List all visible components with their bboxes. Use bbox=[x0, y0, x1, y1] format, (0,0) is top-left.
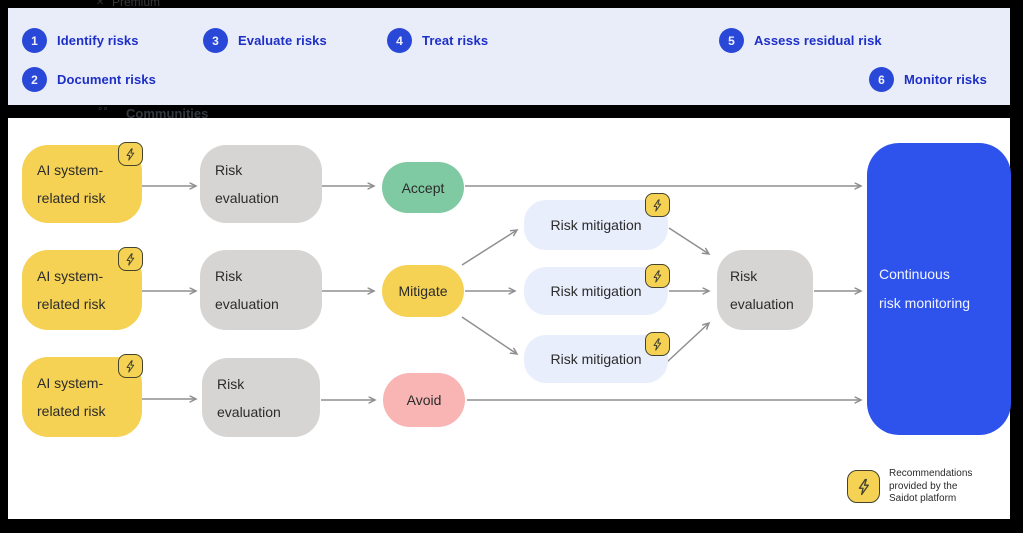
background-app-text-communities: Communities bbox=[126, 106, 209, 118]
step-number-badge: 6 bbox=[869, 67, 894, 92]
lightning-icon bbox=[653, 269, 662, 283]
step-label: Assess residual risk bbox=[754, 33, 882, 48]
step-monitor-risks[interactable]: 6 Monitor risks bbox=[869, 67, 987, 92]
background-app-top-strip: ✕ Premium bbox=[0, 0, 1023, 8]
step-evaluate-risks[interactable]: 3 Evaluate risks bbox=[203, 28, 327, 53]
arrow bbox=[666, 323, 709, 363]
step-document-risks[interactable]: 2 Document risks bbox=[22, 67, 156, 92]
node-label-line: risk monitoring bbox=[879, 295, 971, 311]
legend-caption: Recommendations provided by the Saidot p… bbox=[889, 468, 972, 506]
lightning-icon bbox=[126, 359, 135, 373]
node-label-line: AI system- bbox=[37, 162, 104, 178]
process-steps-bar: 1 Identify risks 2 Document risks 3 Eval… bbox=[8, 8, 1010, 105]
step-treat-risks[interactable]: 4 Treat risks bbox=[387, 28, 488, 53]
step-label: Evaluate risks bbox=[238, 33, 327, 48]
arrow bbox=[461, 230, 517, 266]
lightning-icon bbox=[653, 198, 662, 212]
step-number-badge: 3 bbox=[203, 28, 228, 53]
step-number-badge: 2 bbox=[22, 67, 47, 92]
step-number-badge: 4 bbox=[387, 28, 412, 53]
avoid-node: Avoid bbox=[383, 373, 465, 427]
step-number-badge: 5 bbox=[719, 28, 744, 53]
lightning-icon bbox=[126, 147, 135, 161]
flow-arrows bbox=[142, 118, 1010, 519]
legend-caption-line: provided by the bbox=[889, 480, 958, 492]
risk-evaluation-node: Risk evaluation bbox=[202, 358, 320, 437]
risk-evaluation-node: Risk evaluation bbox=[200, 145, 322, 223]
step-label: Treat risks bbox=[422, 33, 489, 48]
legend-recommendation-badge bbox=[847, 470, 880, 503]
recommendation-badge bbox=[645, 332, 670, 356]
arrow bbox=[668, 227, 709, 254]
lightning-icon bbox=[653, 337, 662, 351]
legend-caption-line: Saidot platform bbox=[889, 493, 957, 504]
legend-caption-line: Recommendations bbox=[889, 468, 973, 479]
background-app-text-premium: Premium bbox=[112, 0, 161, 8]
node-label-line: evaluation bbox=[215, 190, 279, 206]
node-label-line: evaluation bbox=[730, 296, 794, 312]
node-label-line: related risk bbox=[37, 403, 106, 419]
mitigate-node: Mitigate bbox=[382, 265, 464, 317]
node-label-line: Risk bbox=[217, 375, 245, 392]
recommendation-badge bbox=[645, 193, 670, 217]
arrow bbox=[461, 316, 517, 354]
recommendation-badge bbox=[118, 247, 143, 271]
node-label-line: evaluation bbox=[217, 403, 281, 420]
node-label-line: AI system- bbox=[37, 268, 104, 284]
step-number-badge: 1 bbox=[22, 28, 47, 53]
background-app-menu-strip: °° Communities bbox=[8, 105, 1010, 118]
step-label: Monitor risks bbox=[904, 72, 987, 87]
continuous-risk-monitoring-node: Continuous risk monitoring bbox=[867, 143, 1011, 435]
lightning-icon bbox=[858, 478, 869, 495]
recommendation-badge bbox=[118, 354, 143, 378]
risk-mitigation-node: Risk mitigation bbox=[524, 200, 668, 250]
node-label-line: Risk bbox=[730, 268, 758, 284]
node-label-line: Continuous bbox=[879, 266, 950, 282]
lightning-icon bbox=[126, 252, 135, 266]
risk-evaluation-node: Risk evaluation bbox=[717, 250, 813, 330]
node-label-line: related risk bbox=[37, 190, 106, 206]
step-label: Identify risks bbox=[57, 33, 139, 48]
recommendation-badge bbox=[118, 142, 143, 166]
people-icon: °° bbox=[98, 106, 109, 118]
risk-mitigation-node: Risk mitigation bbox=[524, 335, 668, 383]
node-label-line: Risk bbox=[215, 162, 243, 178]
node-label-line: evaluation bbox=[215, 296, 279, 312]
risk-mitigation-node: Risk mitigation bbox=[524, 267, 668, 315]
recommendation-badge bbox=[645, 264, 670, 288]
node-label-line: Risk bbox=[215, 268, 243, 284]
step-identify-risks[interactable]: 1 Identify risks bbox=[22, 28, 139, 53]
risk-evaluation-node: Risk evaluation bbox=[200, 250, 322, 330]
step-assess-residual-risk[interactable]: 5 Assess residual risk bbox=[719, 28, 882, 53]
node-label-line: AI system- bbox=[37, 375, 104, 391]
step-label: Document risks bbox=[57, 72, 156, 87]
node-label-line: related risk bbox=[37, 296, 106, 312]
background-glyph: ✕ bbox=[96, 0, 105, 8]
accept-node: Accept bbox=[382, 162, 464, 213]
risk-flow-diagram: AI system- related risk Risk evaluation … bbox=[8, 118, 1011, 519]
